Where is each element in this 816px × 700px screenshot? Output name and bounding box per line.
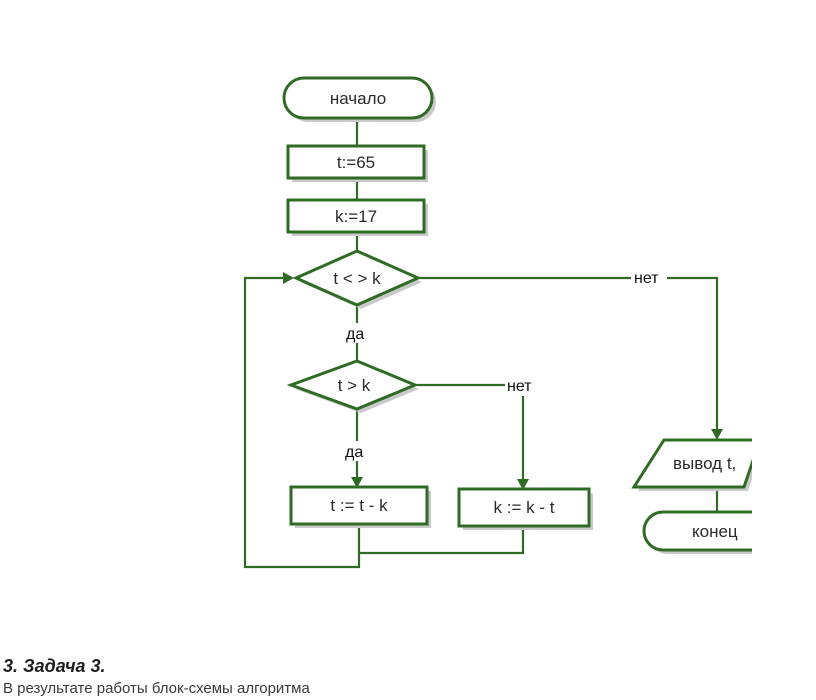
then-action-block: t := t - k	[289, 485, 431, 528]
flowchart: начало t:=65 k:=17 t < > k t > k t := t …	[243, 76, 752, 569]
connector-loop-no	[418, 276, 719, 430]
inner-decision: t > k	[286, 359, 419, 413]
assign-t-label: t:=65	[337, 153, 375, 172]
loop-decision: t < > k	[292, 249, 422, 309]
assign-t-block: t:=65	[286, 144, 428, 182]
output-block: вывод t,	[631, 438, 752, 491]
arrow-to-then-action	[351, 477, 363, 488]
connector-else-merge	[359, 527, 525, 555]
else-action-block: k := k - t	[457, 487, 593, 530]
arrow-loop-back	[283, 272, 294, 284]
loop-yes-label: да	[346, 326, 364, 343]
task-title: 3. Задача 3.	[3, 656, 106, 676]
connector-inner-no	[415, 383, 525, 480]
task-text: В результате работы блок-схемы алгоритма	[3, 680, 310, 697]
output-label: вывод t,	[673, 454, 736, 473]
assign-k-block: k:=17	[286, 198, 428, 236]
start-terminator: начало	[282, 76, 436, 122]
inner-no-label: нет	[507, 378, 532, 395]
end-label: конец	[692, 522, 738, 541]
inner-yes-label: да	[345, 444, 363, 461]
then-action-label: t := t - k	[330, 496, 388, 515]
arrow-to-output	[711, 429, 723, 440]
flow-connectors	[243, 117, 723, 569]
assign-k-label: k:=17	[335, 207, 377, 226]
arrow-to-else-action	[517, 479, 529, 490]
start-label: начало	[330, 89, 386, 108]
inner-condition-label: t > k	[338, 376, 371, 395]
loop-no-label: нет	[634, 270, 659, 287]
else-action-label: k := k - t	[494, 498, 555, 517]
loop-condition-label: t < > k	[333, 269, 381, 288]
end-terminator: конец	[642, 510, 752, 554]
